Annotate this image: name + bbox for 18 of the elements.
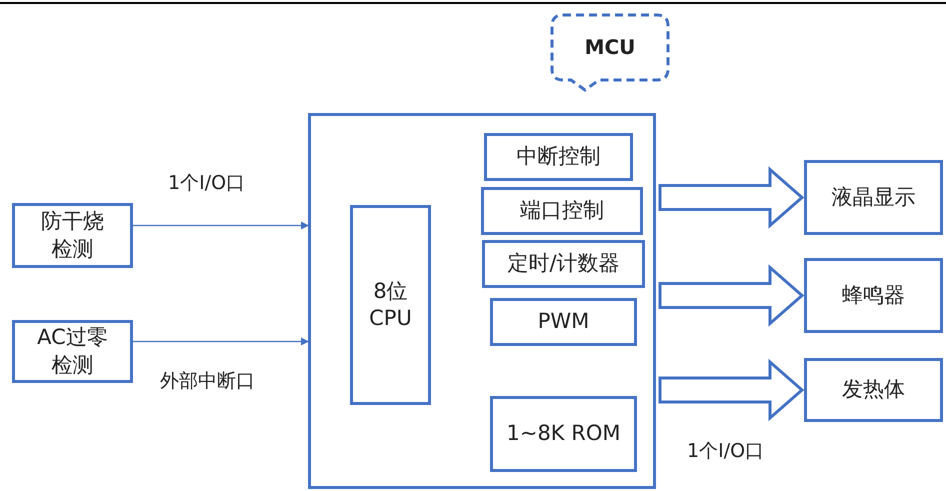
chip-box <box>308 113 656 489</box>
component-box: 定时/计数器 <box>482 240 645 288</box>
component-box: 蜂鸣器 <box>804 258 943 333</box>
component-box: 液晶显示 <box>804 160 943 235</box>
component-box: AC过零检测 <box>12 320 133 383</box>
component-box: 端口控制 <box>481 187 643 235</box>
block-arrow <box>658 358 804 422</box>
component-box: 防干烧检测 <box>12 203 133 268</box>
block-arrow <box>658 166 804 229</box>
component-box: 8位 CPU <box>350 205 431 405</box>
block-arrow <box>658 264 804 327</box>
arrow <box>133 222 309 230</box>
component-box: 中断控制 <box>484 133 633 181</box>
component-box: 发热体 <box>804 358 943 422</box>
callout-bubble: MCU <box>549 12 671 94</box>
arrow <box>133 338 309 346</box>
component-box: 1~8K ROM <box>490 396 637 472</box>
component-box: PWM <box>490 298 637 346</box>
